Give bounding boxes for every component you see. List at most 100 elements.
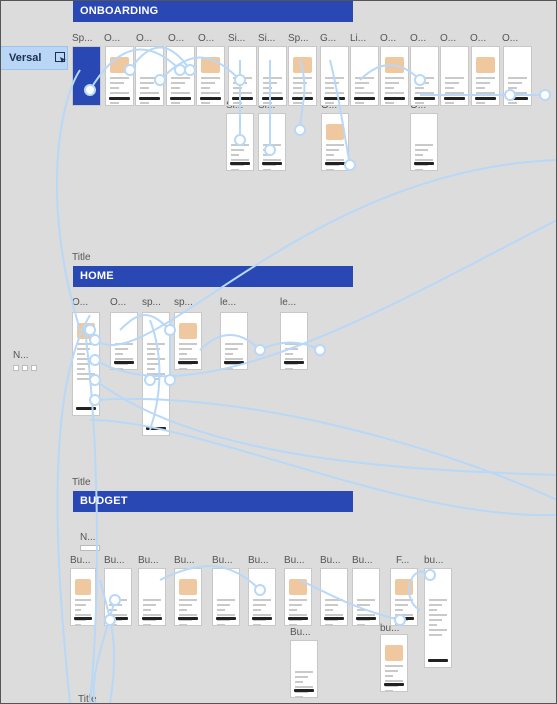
flow-hotspot[interactable] [234, 74, 246, 86]
flow-hotspot[interactable] [84, 84, 96, 96]
budget-widget[interactable] [80, 545, 100, 551]
flow-hotspot[interactable] [234, 134, 246, 146]
flow-hotspot[interactable] [254, 584, 266, 596]
flow-hotspot[interactable] [539, 89, 551, 101]
onboarding-sub-frame[interactable] [410, 113, 438, 171]
flow-hotspot[interactable] [294, 124, 306, 136]
flow-hotspot[interactable] [89, 354, 101, 366]
flow-hotspot[interactable] [104, 614, 116, 626]
flow-hotspot[interactable] [144, 374, 156, 386]
home-side-widget[interactable] [13, 365, 19, 371]
budget-screen-frame[interactable] [174, 568, 202, 626]
budget-screen-label[interactable]: Bu... [212, 555, 233, 566]
flow-connector [159, 56, 241, 81]
onboarding-screen-frame[interactable] [105, 46, 134, 106]
home-screen-frame[interactable] [110, 312, 138, 370]
budget-screen-label[interactable]: Bu... [284, 555, 305, 566]
budget-screen-frame[interactable] [248, 568, 276, 626]
home-screen-label[interactable]: O... [110, 297, 127, 308]
flow-connector [408, 570, 431, 611]
flow-hotspot[interactable] [314, 344, 326, 356]
flow-hotspot[interactable] [254, 344, 266, 356]
flow-connector [159, 565, 261, 591]
onboarding-screen-label[interactable]: O... [104, 33, 121, 44]
budget-sub-frame[interactable] [380, 634, 408, 692]
budget-screen-label[interactable]: Bu... [352, 555, 373, 566]
flow-hotspot[interactable] [394, 614, 406, 626]
flow-connector [149, 319, 161, 431]
flow-hotspot[interactable] [164, 374, 176, 386]
budget-screen-label[interactable]: Bu... [138, 555, 159, 566]
onboarding-sub-frame[interactable] [321, 113, 349, 171]
home-side-widget[interactable] [31, 365, 37, 371]
budget-screen-label[interactable]: Bu... [248, 555, 269, 566]
flow-hotspot[interactable] [414, 74, 426, 86]
onboarding-screen-label[interactable]: G... [320, 33, 337, 44]
home-banner[interactable]: HOME [73, 266, 353, 287]
onboarding-screen-label[interactable]: Sp... [72, 33, 93, 44]
home-screen-label[interactable]: O... [72, 297, 89, 308]
onboarding-screen-label[interactable]: O... [168, 33, 185, 44]
budget-sub-frame[interactable] [290, 640, 318, 698]
bottom-section-title: Title [78, 694, 97, 704]
flow-hotspot[interactable] [109, 594, 121, 606]
flow-hotspot[interactable] [89, 394, 101, 406]
onboarding-screen-frame[interactable] [166, 46, 195, 106]
versal-flow-label[interactable]: Versal [0, 46, 68, 70]
home-screen-label[interactable]: le... [280, 297, 297, 308]
budget-sub-label[interactable]: Bu... [290, 627, 311, 638]
budget-screen-label[interactable]: bu... [424, 555, 444, 566]
budget-screen-frame[interactable] [352, 568, 380, 626]
onboarding-sub-frame[interactable] [258, 113, 286, 171]
onboarding-screen-label[interactable]: O... [198, 33, 215, 44]
flow-hotspot[interactable] [344, 159, 356, 171]
budget-screen-label[interactable]: Bu... [104, 555, 125, 566]
budget-banner[interactable]: BUDGET [73, 491, 353, 512]
home-screen-frame[interactable] [174, 312, 202, 370]
home-screen-label[interactable]: sp... [142, 297, 161, 308]
flow-hotspot[interactable] [89, 374, 101, 386]
budget-top-label[interactable]: N... [80, 532, 96, 543]
budget-screen-frame[interactable] [284, 568, 312, 626]
onboarding-screen-frame[interactable] [258, 46, 287, 106]
flow-hotspot[interactable] [154, 74, 166, 86]
onboarding-screen-frame[interactable] [196, 46, 225, 106]
onboarding-screen-label[interactable]: O... [410, 33, 427, 44]
flow-hotspot[interactable] [424, 569, 436, 581]
flow-connector [99, 579, 116, 704]
onboarding-screen-label[interactable]: O... [502, 33, 519, 44]
budget-screen-label[interactable]: Bu... [174, 555, 195, 566]
flow-hotspot[interactable] [174, 64, 186, 76]
flow-hotspot[interactable] [84, 324, 96, 336]
budget-screen-frame[interactable] [138, 568, 166, 626]
home-screen-frame[interactable] [280, 312, 308, 370]
onboarding-screen-label[interactable]: Si... [258, 33, 276, 44]
budget-sub-label[interactable]: bu... [380, 623, 400, 634]
onboarding-screen-label[interactable]: Si... [228, 33, 246, 44]
onboarding-screen-label[interactable]: O... [380, 33, 397, 44]
budget-screen-label[interactable]: Bu... [320, 555, 341, 566]
budget-screen-frame[interactable] [424, 568, 452, 668]
budget-screen-frame[interactable] [70, 568, 96, 626]
home-side-label[interactable]: N... [13, 350, 29, 361]
flow-hotspot[interactable] [264, 144, 276, 156]
flow-hotspot[interactable] [124, 64, 136, 76]
onboarding-screen-label[interactable]: O... [470, 33, 487, 44]
onboarding-screen-label[interactable]: Sp... [288, 33, 309, 44]
onboarding-screen-label[interactable]: O... [440, 33, 457, 44]
flow-connector [299, 579, 401, 621]
budget-screen-label[interactable]: Bu... [70, 555, 91, 566]
onboarding-banner[interactable]: ONBOARDING [73, 1, 353, 22]
home-side-widget[interactable] [22, 365, 28, 371]
flow-hotspot[interactable] [504, 89, 516, 101]
home-screen-frame[interactable] [220, 312, 248, 370]
onboarding-screen-label[interactable]: O... [136, 33, 153, 44]
home-screen-label[interactable]: sp... [174, 297, 193, 308]
onboarding-screen-label[interactable]: Li... [350, 33, 367, 44]
flow-hotspot[interactable] [184, 64, 196, 76]
flow-hotspot[interactable] [89, 334, 101, 346]
home-screen-label[interactable]: le... [220, 297, 237, 308]
budget-screen-label[interactable]: F... [396, 555, 410, 566]
flow-hotspot[interactable] [164, 324, 176, 336]
